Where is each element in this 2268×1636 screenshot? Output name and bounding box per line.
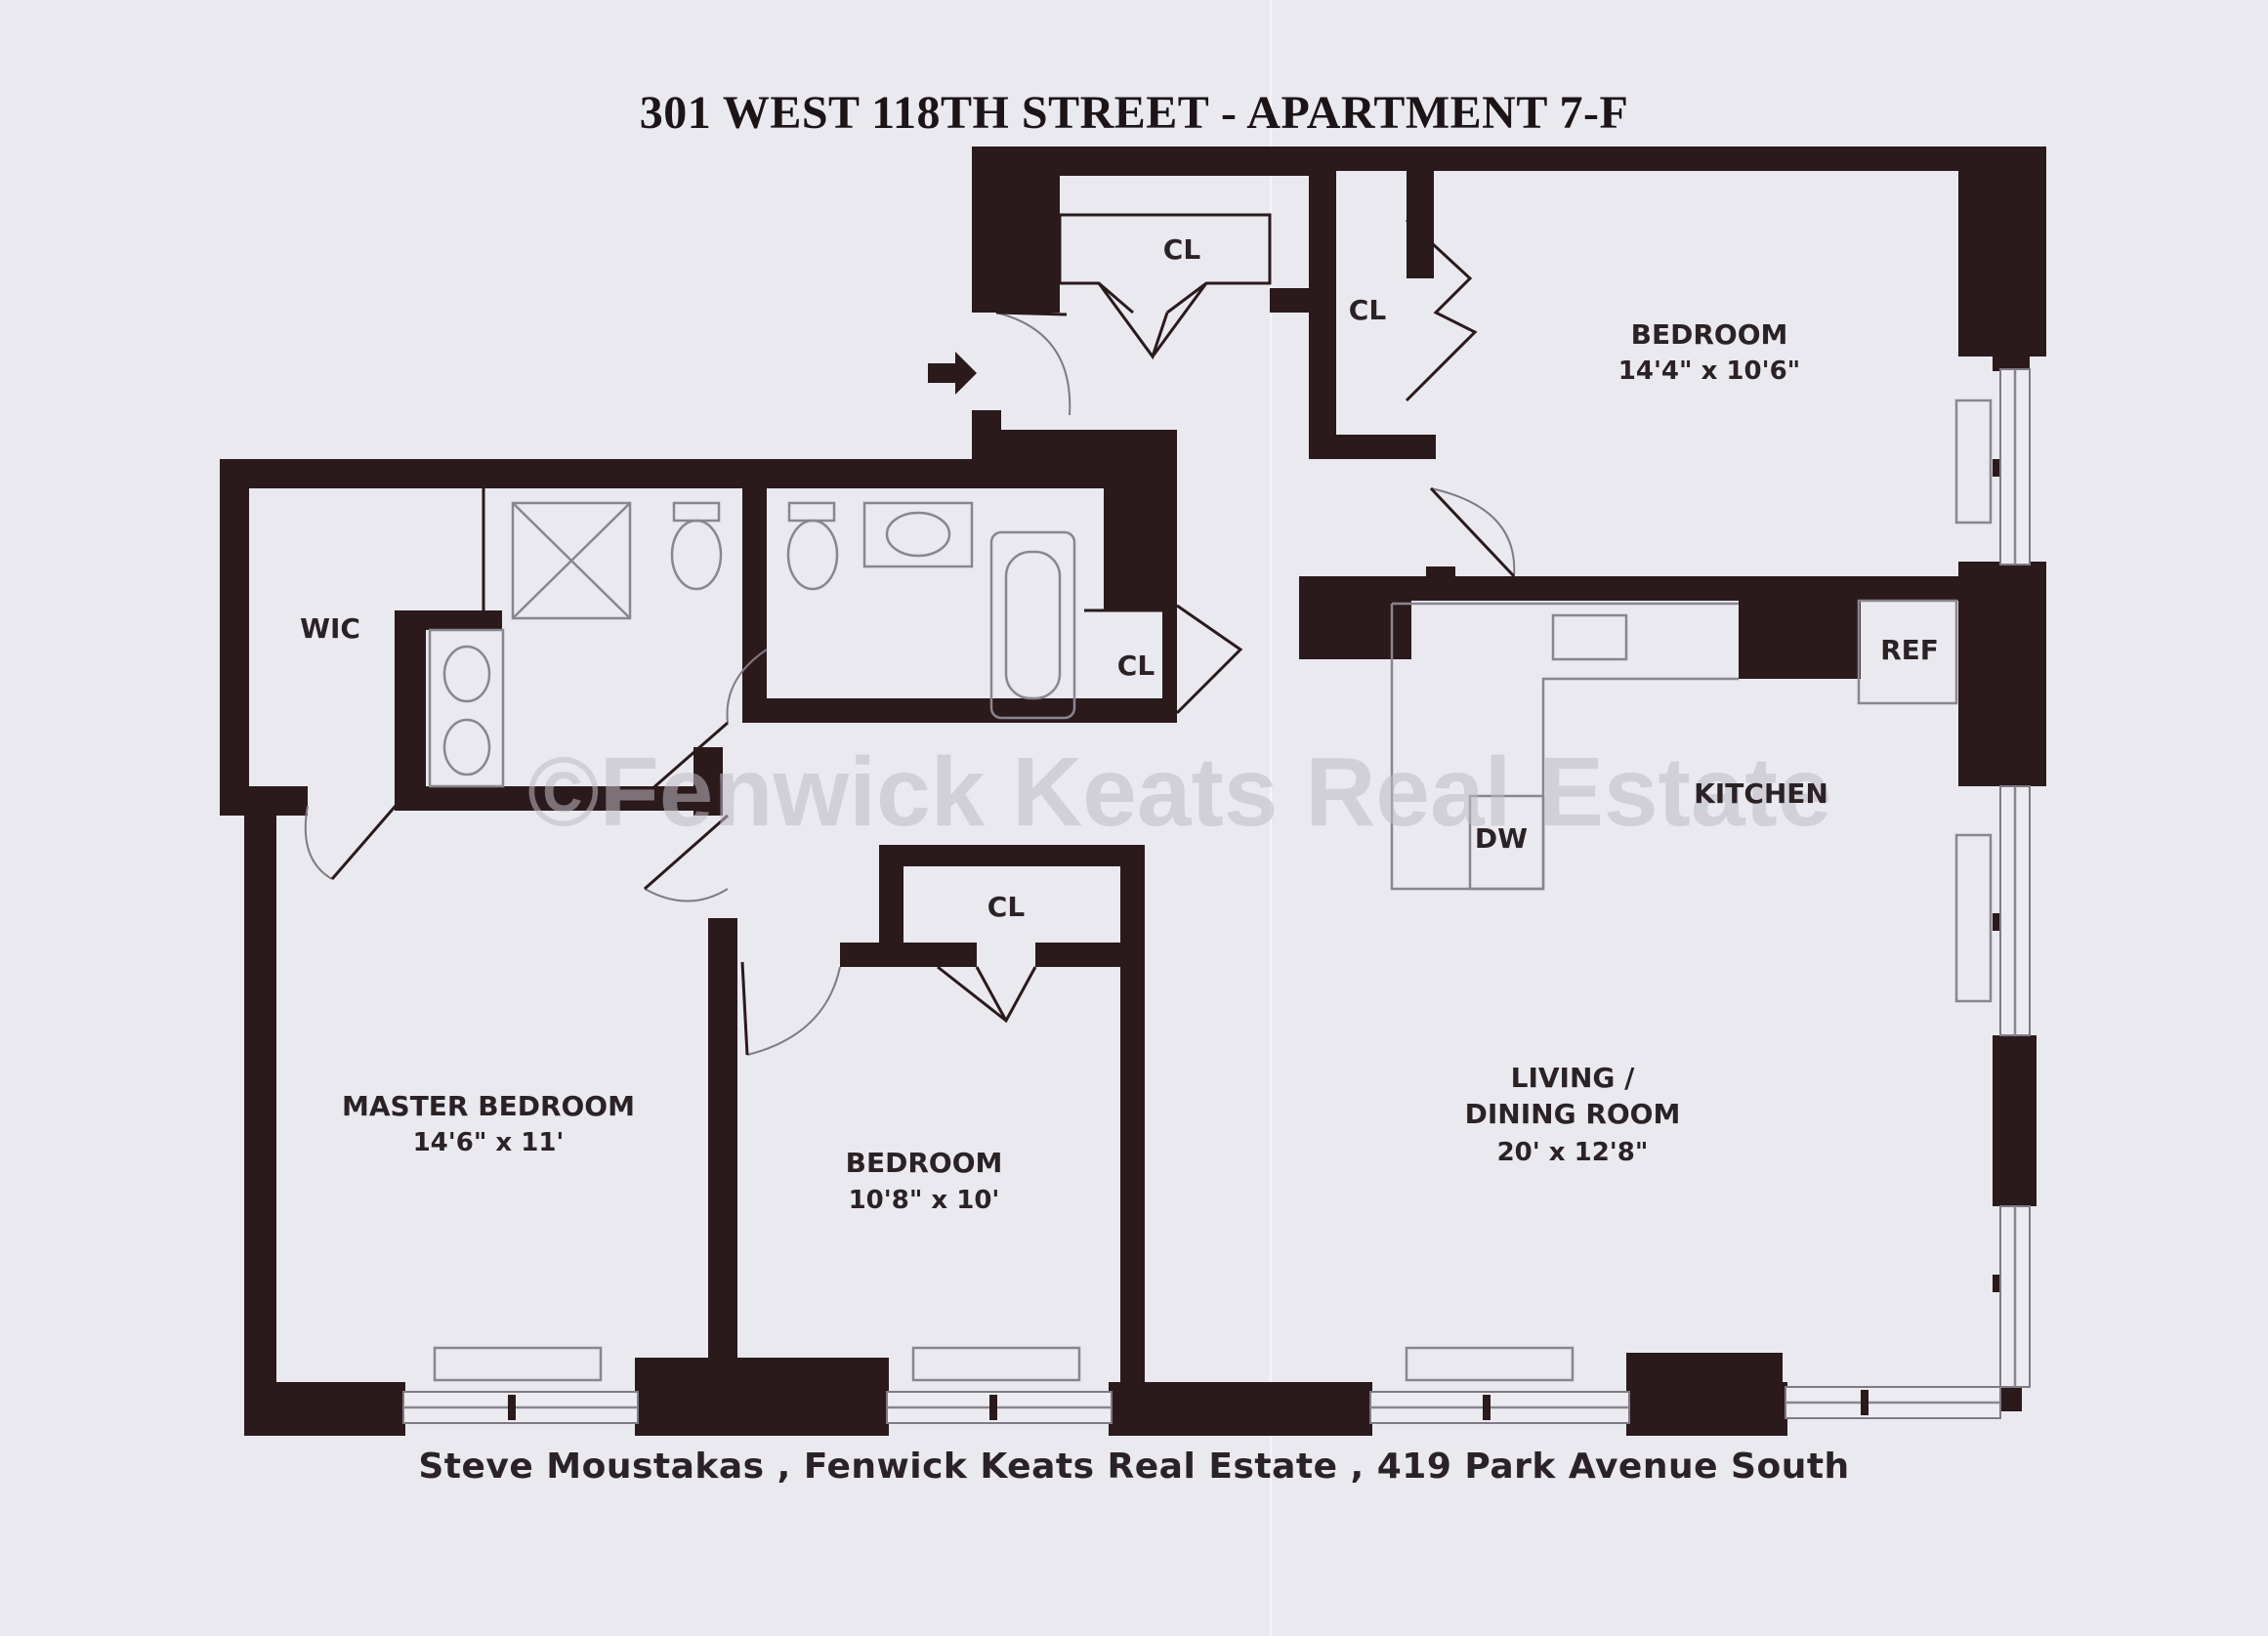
- wall-left-upper: [220, 459, 249, 816]
- wall-bottom-2: [635, 1358, 889, 1436]
- watermark: ©Fenwick Keats Real Estate: [527, 737, 1831, 847]
- wall-closet-left: [1309, 147, 1336, 459]
- page-fold-line: [1270, 0, 1272, 1636]
- wall-right-pier-1: [1993, 352, 2030, 371]
- sink-icon: [442, 718, 491, 776]
- plan-footer: Steve Moustakas , Fenwick Keats Real Est…: [418, 1447, 1850, 1487]
- wall-right-top: [1958, 147, 2046, 357]
- vanity-hall: [862, 501, 974, 568]
- label-living-line2: DINING ROOM: [1465, 1098, 1681, 1130]
- wall-bedroom-divider: [708, 918, 737, 1358]
- wall-bed2-right: [1120, 845, 1145, 1382]
- wall-closet2-side: [879, 845, 903, 943]
- label-kitchen: KITCHEN: [1694, 777, 1828, 810]
- wall-bottom-5: [1758, 1382, 1787, 1436]
- dishwasher: [1468, 794, 1545, 891]
- label-dishwasher: DW: [1475, 822, 1528, 855]
- walls: [220, 147, 2046, 1436]
- dims-bedroom-3: 14'4" x 10'6": [1618, 357, 1800, 386]
- label-master-bedroom: MASTER BEDROOM: [342, 1090, 635, 1122]
- label-bedroom-3: BEDROOM: [1631, 318, 1788, 351]
- wall-bottom-4: [1626, 1353, 1783, 1436]
- wall-bath-right: [1104, 430, 1177, 610]
- wall-kitchen-block: [1739, 576, 1861, 679]
- bath-fixtures: [428, 501, 1076, 788]
- wall-bath2-bottom: [742, 698, 1177, 723]
- wall-bottom-6: [1997, 1387, 2022, 1411]
- wall-closet-right: [1162, 591, 1177, 718]
- radiator-bedroom-2: [911, 1346, 1081, 1382]
- label-closet: CL: [987, 891, 1026, 923]
- label-closet: CL: [1349, 294, 1387, 326]
- radiator-living: [1405, 1346, 1575, 1382]
- label-bedroom-2: BEDROOM: [846, 1147, 1003, 1179]
- windows: [402, 368, 2031, 1424]
- entry-arrow-icon: [928, 352, 977, 395]
- radiator-bedroom-3: [1954, 399, 1993, 524]
- interior-partitions: [249, 482, 485, 793]
- label-closet: CL: [1163, 233, 1201, 266]
- double-vanity: [428, 628, 505, 788]
- sink-icon: [885, 511, 951, 558]
- closets: [937, 213, 1478, 1024]
- toilet-master-icon: [670, 519, 723, 591]
- wall-bath-divider: [742, 469, 767, 718]
- wall-bath-stub: [693, 747, 723, 816]
- wall-closet2-left: [840, 943, 977, 967]
- wall-closet2-top: [879, 845, 1143, 866]
- wall-entry-pier: [972, 147, 1060, 313]
- kitchen-sink-icon: [1551, 613, 1628, 661]
- dims-bedroom-2: 10'8" x 10': [849, 1186, 1000, 1215]
- wall-bath-ledge: [395, 610, 502, 630]
- refrigerator: [1857, 599, 1958, 705]
- dims-living: 20' x 12'8": [1497, 1138, 1649, 1167]
- wall-bottom-1: [244, 1382, 405, 1436]
- bathtub: [989, 530, 1076, 720]
- label-living-line1: LIVING /: [1511, 1062, 1636, 1094]
- wall-right-lower: [1993, 1035, 2037, 1206]
- wall-closet-bottom: [1309, 435, 1436, 459]
- kitchen-fixtures: [1390, 599, 1958, 891]
- wall-bottom-3: [1109, 1382, 1372, 1436]
- wall-wic-bath: [395, 610, 426, 796]
- label-wic: WIC: [300, 612, 360, 645]
- toilet-hall-icon: [786, 519, 839, 591]
- radiator-master: [433, 1346, 603, 1382]
- wall-left-lower: [244, 791, 276, 1436]
- wall-kitchen-top: [1299, 576, 2022, 601]
- shower-stall: [511, 501, 632, 620]
- label-refrigerator: REF: [1880, 634, 1939, 666]
- label-closet: CL: [1117, 650, 1155, 682]
- sink-icon: [442, 645, 491, 703]
- doors: [304, 311, 1516, 1056]
- dims-master-bedroom: 14'6" x 11': [413, 1128, 565, 1157]
- radiator-living-side: [1954, 833, 1993, 1003]
- plan-title: 301 WEST 118TH STREET - APARTMENT 7-F: [639, 87, 1629, 139]
- room-labels: CL CL WIC CL CL BEDROOM 14'4" x 10'6" RE…: [300, 233, 1939, 1215]
- wall-top-right: [1328, 147, 2046, 171]
- wall-bath-bottom: [395, 786, 697, 811]
